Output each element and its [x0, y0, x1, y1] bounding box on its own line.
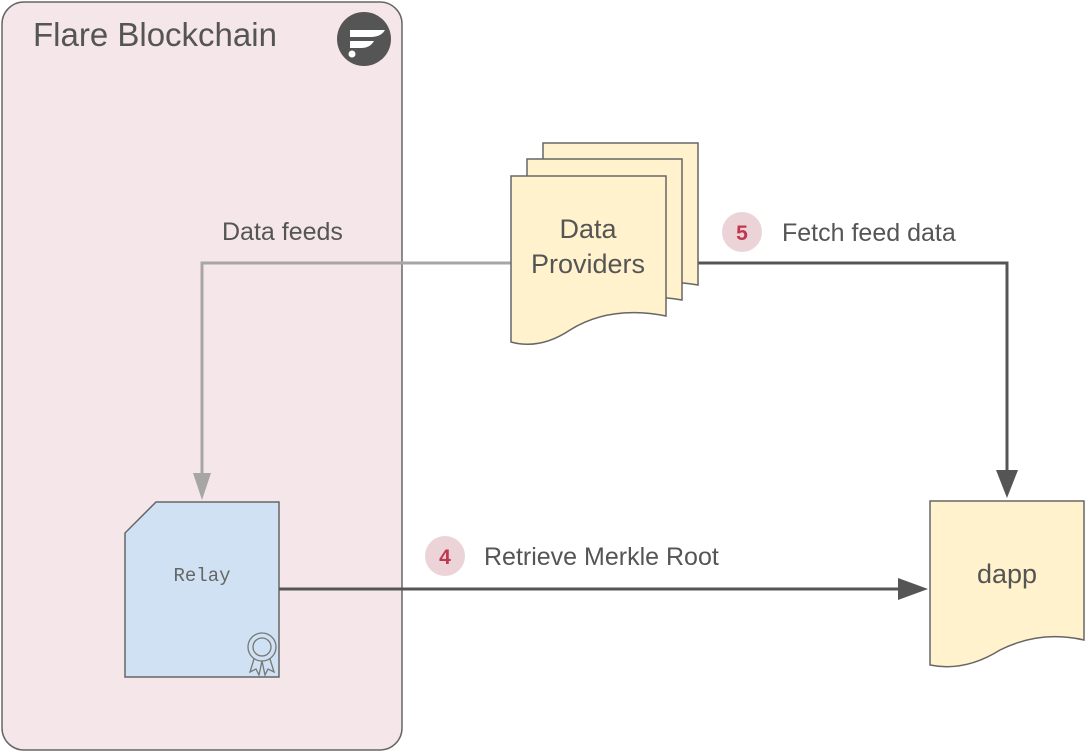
- dapp-label: dapp: [977, 559, 1037, 589]
- data-feeds-connector: [193, 261, 512, 500]
- retrieve-merkle-root-connector: [279, 578, 928, 600]
- relay-label: Relay: [173, 565, 230, 587]
- certificate-ribbon-icon: [247, 632, 277, 677]
- fetch-feed-data-label: Fetch feed data: [782, 219, 956, 247]
- dapp-node: dapp: [929, 500, 1085, 668]
- container-title: Flare Blockchain: [33, 16, 277, 53]
- step-4-badge: 4: [425, 536, 465, 576]
- data-providers-front-page: [510, 175, 667, 345]
- step-5-badge: 5: [722, 212, 762, 252]
- retrieve-merkle-root-label: Retrieve Merkle Root: [484, 543, 719, 571]
- data-providers-label-line2: Providers: [531, 249, 645, 279]
- step-5-number: 5: [736, 222, 748, 245]
- data-providers-label-line1: Data: [559, 214, 617, 244]
- flare-logo-icon: [337, 12, 391, 66]
- fetch-feed-data-connector: [668, 261, 1018, 498]
- relay-node: Relay: [124, 501, 280, 678]
- data-feeds-label: Data feeds: [222, 218, 343, 246]
- step-4-number: 4: [439, 546, 451, 569]
- data-providers-node: Data Providers: [510, 142, 699, 345]
